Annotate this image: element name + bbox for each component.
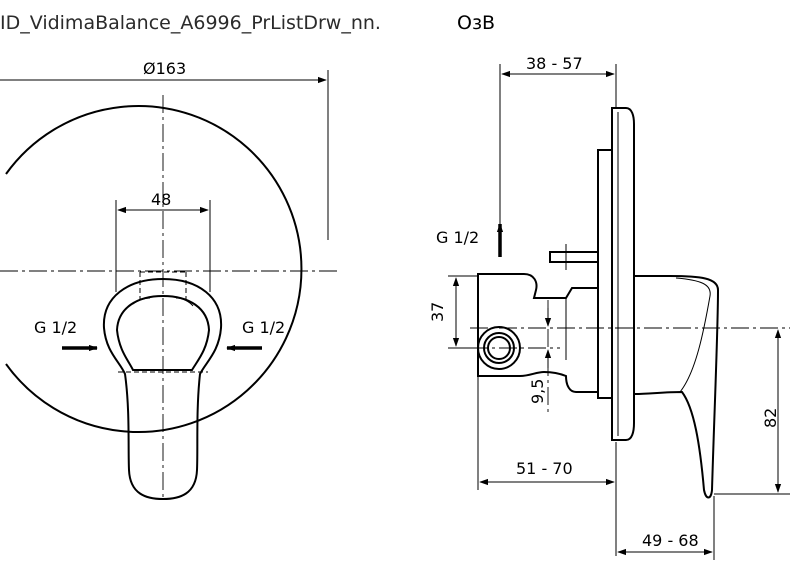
side-view: 38 - 57 G 1/2 37 9,5: [428, 54, 790, 560]
handle-body: [102, 277, 223, 501]
drawing-title-suffix: ОзВ: [457, 12, 495, 34]
outlet-label: G 1/2: [436, 228, 479, 247]
dim-diameter-label: Ø163: [143, 59, 186, 78]
rosette-outline: [5, 105, 303, 433]
mounting-pin: [549, 251, 599, 263]
front-view: Ø163 48 G 1/2 G 1/2: [0, 59, 340, 501]
inlet-right-label: G 1/2: [242, 318, 285, 337]
dim-48-label: 48: [151, 190, 171, 209]
lever-side: [633, 275, 720, 499]
drawing-title: ID_VidimaBalance_A6996_PrListDrw_nn.: [0, 12, 381, 34]
dim-37-label: 37: [428, 302, 447, 322]
lever-side-inner: [675, 277, 711, 393]
dim-top-label: 38 - 57: [526, 54, 583, 73]
rosette-profile: [611, 107, 635, 441]
handle-detail: [132, 297, 194, 307]
wall-plate: [597, 149, 613, 399]
dim-49-68-label: 49 - 68: [642, 531, 699, 550]
dim-82-label: 82: [761, 408, 780, 428]
dim-51-70-label: 51 - 70: [516, 459, 573, 478]
inlet-left-label: G 1/2: [34, 318, 77, 337]
valve-body: [477, 273, 599, 393]
dim-9-5-label: 9,5: [528, 379, 547, 404]
